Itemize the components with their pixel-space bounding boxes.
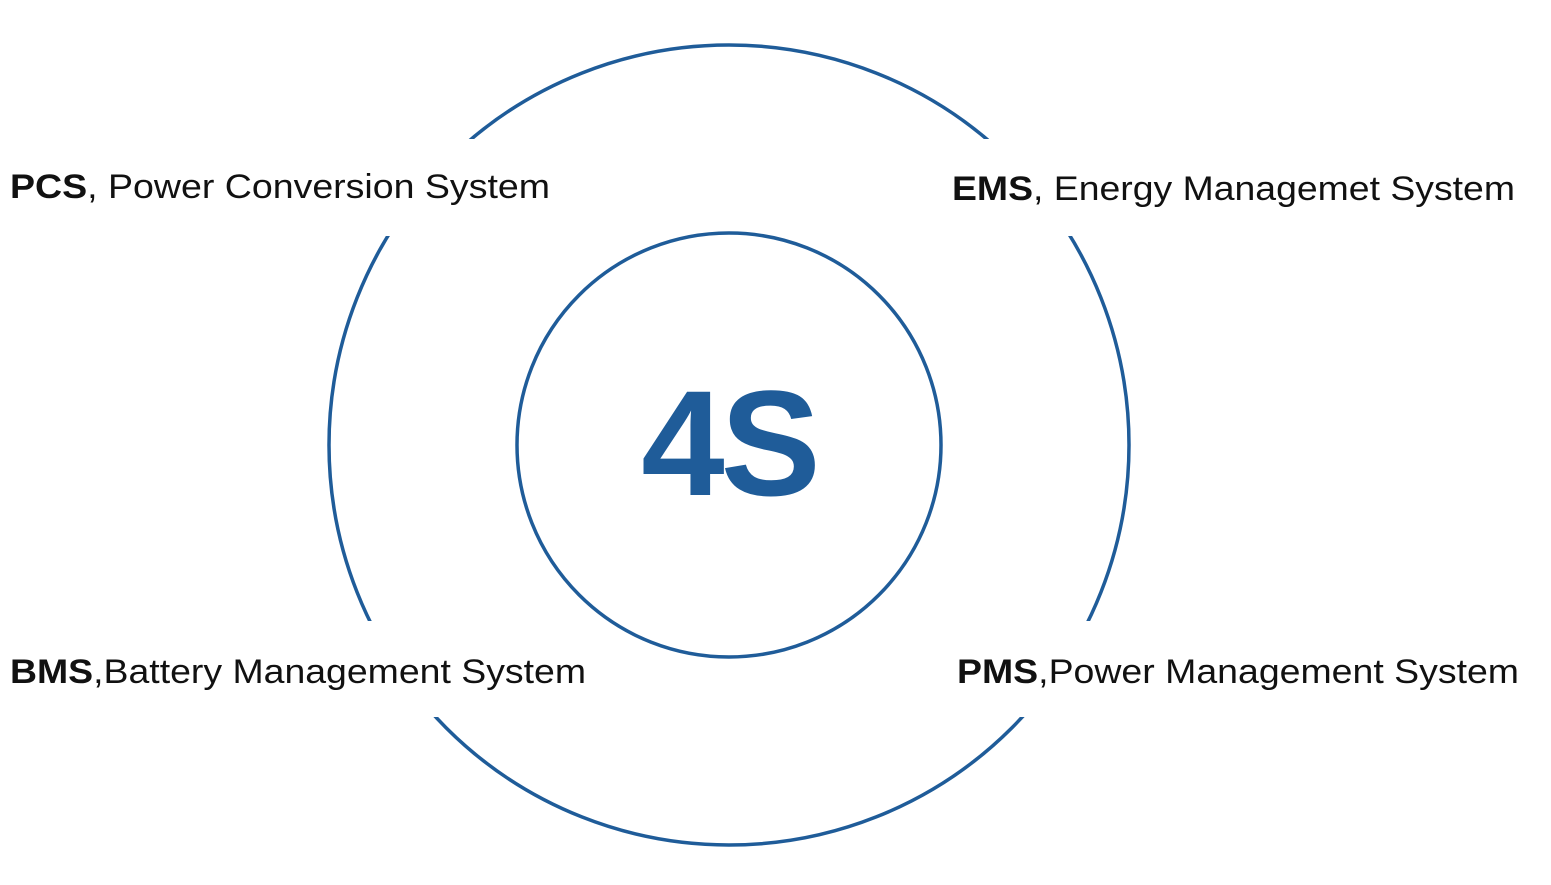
outer-ring — [327, 43, 1131, 847]
label-pms: PMS,Power Management System — [957, 653, 1519, 691]
label-bms: BMS,Battery Management System — [10, 653, 586, 691]
center-label: 4S — [641, 359, 816, 527]
label-ems: EMS, Energy Managemet System — [952, 170, 1515, 208]
label-pcs: PCS, Power Conversion System — [10, 168, 550, 206]
inner-circle — [515, 231, 943, 659]
